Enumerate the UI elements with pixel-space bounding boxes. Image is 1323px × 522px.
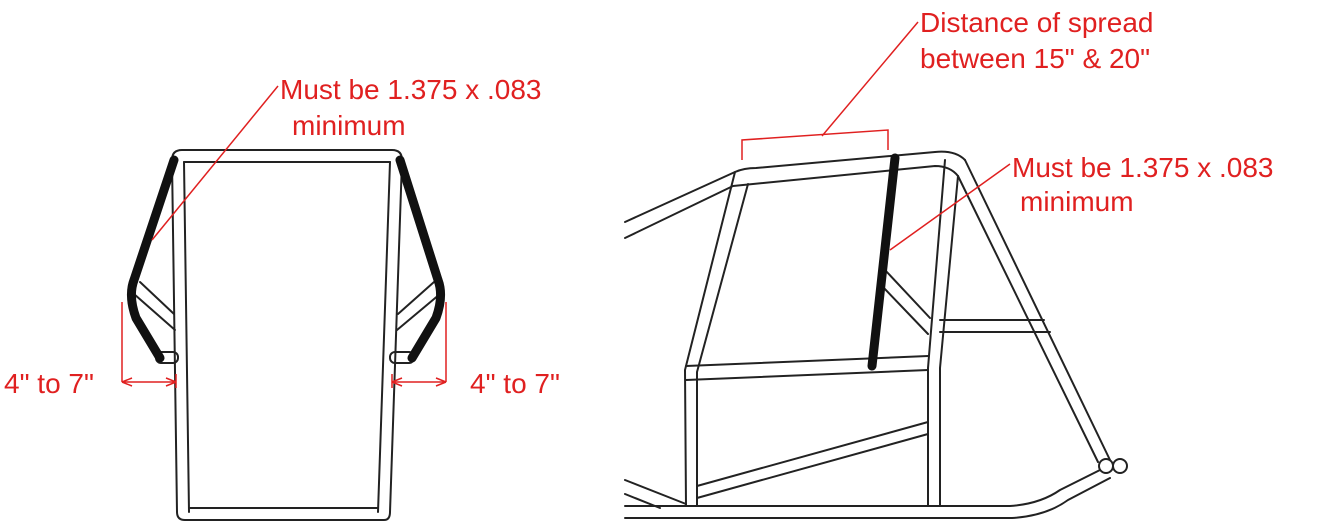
front-right-dimension — [391, 302, 447, 388]
right-side-bar — [395, 155, 446, 363]
front-spec-leader — [151, 85, 279, 241]
side-spec-line2: minimum — [1020, 186, 1134, 217]
front-left-dimension-label: 4" to 7" — [4, 368, 94, 399]
side-cage-frame — [624, 150, 1128, 519]
spread-line2: between 15" & 20" — [920, 43, 1150, 74]
front-view: Must be 1.375 x .083 minimum 4" to 7" 4"… — [4, 74, 560, 521]
side-spec-line1: Must be 1.375 x .083 — [1012, 152, 1274, 183]
side-diagonal-bar — [867, 153, 900, 371]
spread-leader — [821, 21, 919, 137]
front-right-dimension-label: 4" to 7" — [470, 368, 560, 399]
spread-bracket — [741, 129, 889, 160]
left-side-bar — [126, 155, 179, 363]
front-left-dimension — [121, 302, 177, 388]
side-view: Distance of spread between 15" & 20" Mus… — [624, 7, 1274, 519]
spread-line1: Distance of spread — [920, 7, 1153, 38]
side-spec-leader — [889, 163, 1011, 251]
front-spec-line1: Must be 1.375 x .083 — [280, 74, 542, 105]
front-spec-line2: minimum — [292, 110, 406, 141]
